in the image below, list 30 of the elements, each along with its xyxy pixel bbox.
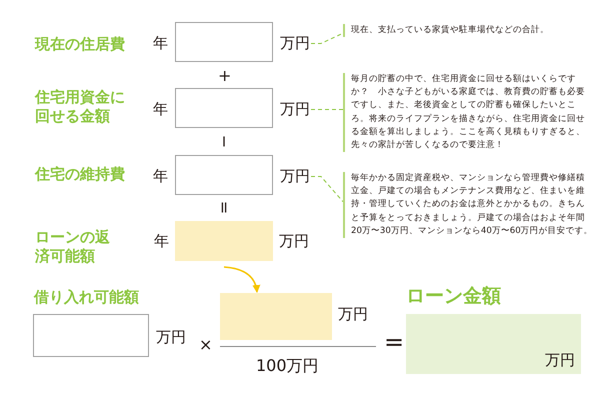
note-text: 毎年かかる固定資産税や、マンションなら管理費や修繕積立金、戸建ての場合もメンテナンス費用など、住まいを維持・管理していくためのお金は意外とかかるもの。きちんと予算をとっておきましょう。戸建ての場合はおよそ年間20万〜30万円、マンションなら40万〜60万円が目安です。 bbox=[343, 172, 593, 238]
plus-sign: + bbox=[218, 66, 232, 85]
leader-line bbox=[310, 176, 344, 202]
unit-text: 万円 bbox=[279, 232, 309, 251]
unit-text: 万円 bbox=[280, 34, 310, 53]
row-label: ローンの返済可能額 bbox=[35, 228, 111, 266]
denominator-text: 100万円 bbox=[256, 356, 319, 377]
equals-sign: = bbox=[215, 200, 234, 214]
heading-text: ローン金額 bbox=[406, 287, 501, 306]
note-text: 毎月の貯蓄の中で、住宅用資金に回せる額はいくらですか？ 小さな子どもがいる家庭では、教育費の貯蓄も必要ですし、また、老後資金としての貯蓄も確保したいところ。将来のライフプランを描きながら、住宅用資金に回せる金額を算出しましょう。ここを高く見積もりすぎると、先々の家計が苦しくなるので要注意！ bbox=[343, 73, 593, 152]
unit-text: 万円 bbox=[280, 100, 310, 119]
row-label: 住宅の維持費 bbox=[35, 165, 126, 184]
unit-text: 万円 bbox=[280, 167, 310, 186]
heading-text: 借り入れ可能額 bbox=[34, 288, 139, 307]
unit-text: 万円 bbox=[156, 328, 186, 346]
curved-arrow bbox=[224, 266, 260, 293]
leader-line bbox=[310, 32, 344, 44]
year-text: 年 bbox=[154, 232, 169, 251]
equals-sign: = bbox=[384, 328, 404, 356]
unit-text: 万円 bbox=[338, 305, 368, 324]
times-sign: × bbox=[199, 335, 212, 354]
note-text: 現在、支払っている家賃や駐車場代などの合計。 bbox=[343, 24, 593, 38]
leader-line bbox=[310, 109, 344, 110]
year-text: 年 bbox=[153, 167, 168, 186]
minus-sign: − bbox=[215, 134, 234, 148]
row-label: 現在の住居費 bbox=[35, 35, 126, 54]
year-text: 年 bbox=[153, 34, 168, 53]
unit-text: 万円 bbox=[545, 351, 575, 370]
year-text: 年 bbox=[153, 100, 168, 119]
row-label: 住宅用資金に回せる金額 bbox=[35, 88, 126, 126]
